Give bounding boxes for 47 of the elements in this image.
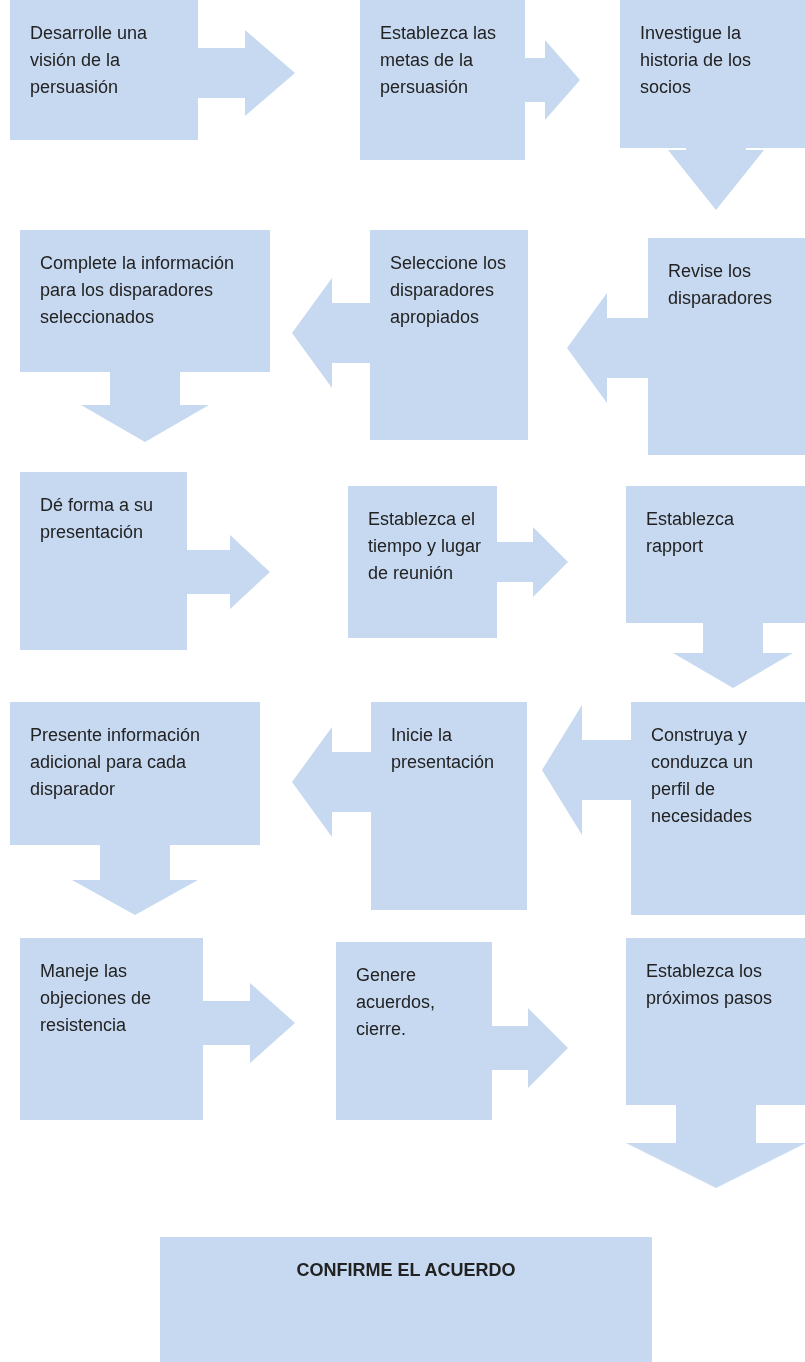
step-text: CONFIRME EL ACUERDO xyxy=(295,1259,517,1282)
step-text: Desarrolle una visión de la persuasión xyxy=(30,22,149,99)
step-text: Presente información adicional para cada disparador xyxy=(30,724,202,801)
block-arrow xyxy=(491,1008,568,1088)
block-arrow xyxy=(197,30,295,116)
block-arrow xyxy=(567,293,649,403)
process-box xyxy=(10,0,198,140)
block-arrow xyxy=(626,1104,805,1188)
step-text: Genere acuerdos, cierre. xyxy=(356,964,437,1041)
process-box xyxy=(631,702,805,915)
process-box xyxy=(20,472,187,650)
block-arrow xyxy=(186,535,270,609)
process-box xyxy=(20,230,270,372)
step-text: Inicie la presentación xyxy=(391,724,496,774)
process-box xyxy=(370,230,528,440)
process-box xyxy=(371,702,527,910)
process-box xyxy=(626,938,805,1105)
process-box xyxy=(648,238,805,455)
step-text: Construya y conduzca un perfil de necesidades xyxy=(651,724,755,828)
process-box xyxy=(10,702,260,845)
process-box xyxy=(20,938,203,1120)
process-box xyxy=(336,942,492,1120)
step-text: Revise los disparadores xyxy=(668,260,774,310)
step-text: Complete la información para los disparadores seleccionados xyxy=(40,252,236,329)
block-arrow xyxy=(202,983,295,1063)
process-box xyxy=(626,486,805,623)
step-text: Establezca los próximos pasos xyxy=(646,960,774,1010)
block-arrow xyxy=(496,527,568,597)
step-text: Establezca el tiempo y lugar de reunión xyxy=(368,508,483,585)
step-text: Dé forma a su presentación xyxy=(40,494,155,544)
step-text: Establezca las metas de la persuasión xyxy=(380,22,498,99)
block-arrow xyxy=(81,371,209,442)
step-text: Maneje las objeciones de resistencia xyxy=(40,960,153,1037)
process-box xyxy=(160,1237,652,1362)
block-arrow xyxy=(292,278,371,388)
step-text: Investigue la historia de los socios xyxy=(640,22,753,99)
block-arrow xyxy=(673,622,793,688)
block-arrow xyxy=(524,40,580,120)
step-text: Seleccione los disparadores apropiados xyxy=(390,252,508,329)
process-box xyxy=(360,0,525,160)
process-box xyxy=(348,486,497,638)
block-arrow xyxy=(668,147,764,210)
block-arrow xyxy=(542,705,632,835)
block-arrow xyxy=(72,844,198,915)
step-text: Establezca rapport xyxy=(646,508,736,558)
process-box xyxy=(620,0,805,148)
block-arrow xyxy=(292,727,372,837)
